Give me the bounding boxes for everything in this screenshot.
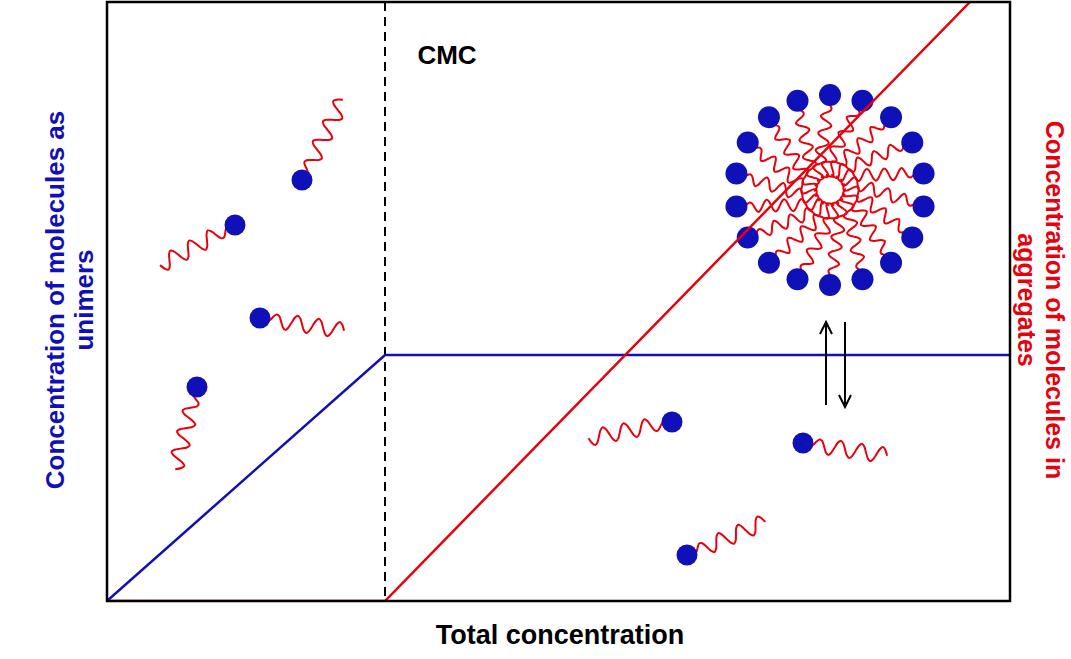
hydrophilic-head [851, 90, 873, 112]
cmc-line [384, 2, 386, 601]
surfactant-molecule [172, 377, 208, 470]
surfactant-molecule [831, 132, 923, 179]
hydrophilic-head [913, 163, 935, 185]
hydrophilic-head [880, 252, 902, 274]
hydrophobic-tail [813, 95, 832, 181]
hydrophilic-head [758, 106, 780, 128]
hydrophobic-tail [589, 419, 672, 445]
hydrophobic-tail [837, 168, 924, 181]
surfactant-molecule [250, 308, 345, 337]
hydrophobic-tail [769, 117, 817, 191]
hydrophilic-head [901, 227, 923, 249]
hydrophilic-head [250, 308, 271, 329]
hydrophilic-head [913, 195, 935, 217]
hydrophobic-tail [826, 117, 891, 176]
hydrophilic-head [677, 545, 698, 566]
axis-title: Concentration of molecules as unimers [41, 110, 98, 490]
hydrophobic-tail [803, 439, 887, 461]
surfactant-molecule [758, 203, 834, 273]
axis-title: Concentration of molecules in aggregates [1013, 110, 1068, 490]
surfactant-molecule [758, 106, 817, 191]
hydrophilic-head [819, 274, 841, 296]
surfactant-molecule [837, 163, 935, 185]
hydrophobic-tail [172, 387, 199, 469]
equilibrium-arrows [820, 322, 851, 407]
axis-title: Total concentration [310, 621, 810, 651]
hydrophobic-tail [260, 314, 344, 336]
hydrophilic-head [737, 132, 759, 154]
surfactant-molecule [160, 215, 245, 270]
surfactant-molecule [813, 84, 841, 181]
hydrophobic-tail [841, 177, 923, 206]
hydrophilic-head [901, 132, 923, 154]
hydrophobic-tail [160, 225, 235, 270]
hydrophilic-head [787, 90, 809, 112]
hydrophobic-tail [769, 203, 834, 262]
hydrophobic-tail [843, 189, 891, 263]
hydrophilic-head [187, 377, 208, 398]
hydrophilic-head [880, 106, 902, 128]
hydrophilic-head [793, 433, 814, 454]
surfactant-molecule [826, 106, 902, 176]
hydrophobic-tail [831, 143, 912, 179]
hydrophilic-head [662, 412, 683, 433]
hydrophilic-head [225, 215, 246, 236]
hydrophobic-tail [736, 198, 823, 211]
hydrophobic-tail [302, 100, 343, 180]
hydrophobic-tail [828, 199, 847, 285]
surfactant-molecule [737, 132, 817, 197]
hydrophilic-head [851, 268, 873, 290]
plot-frame [107, 2, 1010, 601]
surfactant-molecule [793, 433, 888, 462]
hydrophilic-head [725, 163, 747, 185]
surfactant-molecule [843, 183, 923, 248]
hydrophilic-head [787, 268, 809, 290]
surfactant-molecule [843, 189, 902, 274]
hydrophilic-head [819, 84, 841, 106]
hydrophilic-head [725, 195, 747, 217]
surfactant-molecule [840, 194, 873, 290]
hydrophilic-head [292, 170, 313, 191]
hydrophobic-tail [748, 202, 829, 238]
aggregate-curve [107, 2, 970, 601]
hydrophobic-tail [796, 101, 820, 186]
cmc-label: CMC [367, 41, 527, 70]
surfactant-molecule [589, 412, 683, 446]
hydrophilic-head [758, 252, 780, 274]
hydrophobic-tail [687, 517, 765, 555]
unimer-curve [107, 355, 1010, 601]
surfactant-molecule [725, 195, 823, 217]
surfactant-molecule [292, 100, 343, 191]
hydrophobic-tail [840, 194, 864, 279]
surfactant-molecule [819, 199, 847, 296]
surfactant-molecule [677, 517, 766, 566]
